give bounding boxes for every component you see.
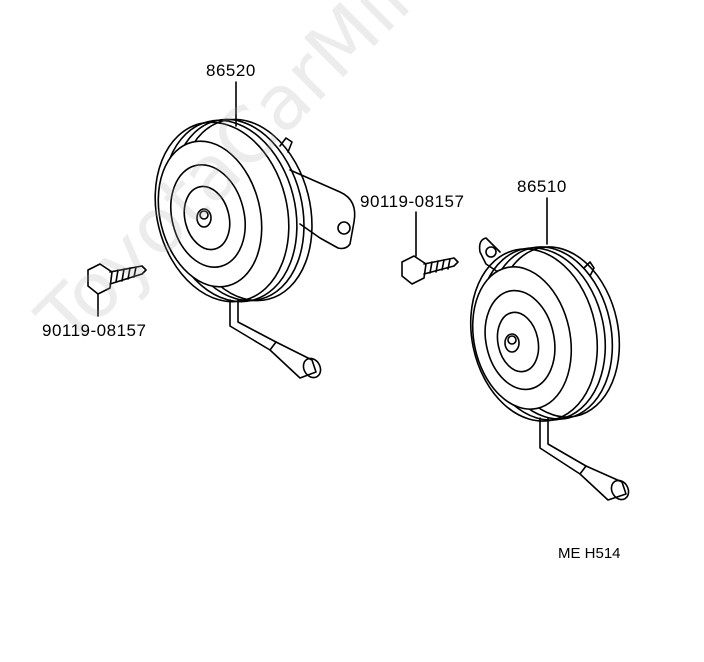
horn-ring-4-86520 [154, 121, 290, 303]
top-stud-86520 [279, 137, 293, 153]
connector-86510 [579, 465, 627, 501]
bracket-hole-86510 [485, 246, 497, 258]
horn-face-inner-86520 [170, 163, 246, 269]
bolt-left [87, 263, 147, 317]
bolt-right [401, 211, 459, 285]
top-stud-86510 [583, 261, 595, 277]
center-nut-top-86520 [199, 210, 209, 220]
figure-code: ME H514 [558, 545, 621, 562]
center-nut-top-86510 [507, 335, 517, 345]
connector-86520 [269, 341, 317, 379]
bracket-hole-86520 [337, 221, 351, 235]
horn-face-inner2-86510 [496, 311, 540, 373]
mounting-bracket-86510 [478, 237, 501, 273]
part-label-86520: 86520 [206, 61, 256, 80]
connector-end-86520 [302, 357, 322, 379]
bolt-head-right [401, 255, 427, 285]
part-label-bolt-right: 90119-08157 [360, 192, 465, 211]
bolt-shank-right [423, 257, 459, 275]
mounting-bracket-86520 [289, 169, 356, 250]
horn-face-inner-86510 [484, 289, 556, 391]
horn-86520 [154, 81, 356, 379]
connector-end-86510 [610, 479, 630, 501]
horn-ring-4-86510 [469, 248, 599, 422]
horn-face-86510 [471, 266, 573, 410]
bolt-thread-right [429, 258, 451, 274]
bolt-head-left [87, 263, 113, 295]
part-label-bolt-left: 90119-08157 [42, 321, 147, 340]
bolt-thread-left [115, 266, 137, 283]
horn-face-inner2-86520 [183, 185, 231, 251]
wire-lead-86520 [229, 299, 277, 351]
wire-lead-86510 [539, 417, 587, 475]
horn-86510 [469, 197, 630, 501]
part-label-86510: 86510 [517, 177, 567, 196]
